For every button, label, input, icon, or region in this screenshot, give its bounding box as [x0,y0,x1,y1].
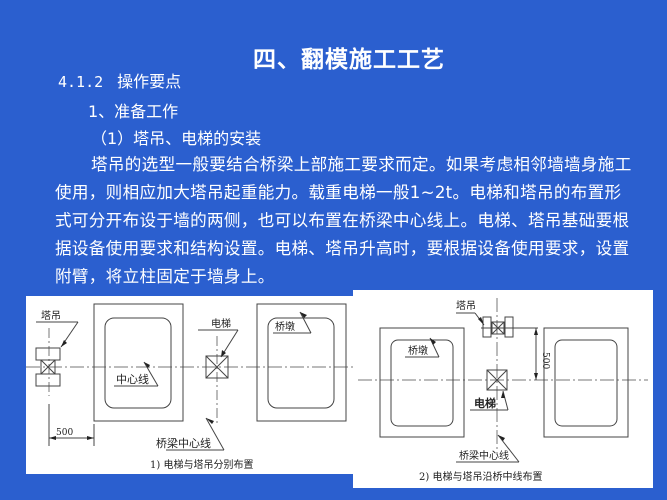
diagram-centerline-layout: 塔吊 桥墩 电梯 500 桥梁中心线 2) 电梯与塔吊沿桥中线布置 [353,290,653,488]
dimension-500: 500 [56,428,73,438]
slide-title: 四、翻模施工工艺 [253,47,445,73]
label-bridge-center-line: 桥梁中心线 [459,449,509,462]
caption-right: 2) 电梯与塔吊沿桥中线布置 [419,470,542,483]
label-pier: 桥墩 [408,344,428,357]
body-paragraph: 塔吊的选型一般要结合桥梁上部施工要求而定。如果考虑相邻墙墙身施工使用，则相应加大… [55,151,635,291]
label-bridge-center-line: 桥梁中心线 [156,436,211,450]
label-elevator: 电梯 [211,317,231,330]
caption-left: 1) 电梯与塔吊分别布置 [150,458,253,471]
diagram-separate-layout: 塔吊 电梯 中心线 桥墩 500 桥梁中心线 1) 电梯与塔吊分别布置 [26,296,353,474]
dimension-500: 500 [540,352,550,369]
label-tower-crane: 塔吊 [456,299,476,312]
label-center-line: 中心线 [116,372,149,386]
section-heading: 4.1.2 操作要点 [58,68,181,92]
section-number: 4.1.2 [58,73,104,91]
section-label: 操作要点 [117,72,182,91]
label-pier: 桥墩 [275,320,295,333]
subitem-heading: （1）塔吊、电梯的安装 [91,129,262,148]
drawing-right: 塔吊 桥墩 电梯 500 桥梁中心线 2) 电梯与塔吊沿桥中线布置 [358,298,648,483]
drawing-left: 塔吊 电梯 中心线 桥墩 500 桥梁中心线 1) 电梯与塔吊分别布置 [26,303,353,471]
body-text: 塔吊的选型一般要结合桥梁上部施工要求而定。如果考虑相邻墙墙身施工使用，则相应加大… [55,155,632,286]
label-tower-crane: 塔吊 [41,309,61,322]
item-heading: 1、准备工作 [88,102,179,121]
label-elevator: 电梯 [474,396,496,410]
